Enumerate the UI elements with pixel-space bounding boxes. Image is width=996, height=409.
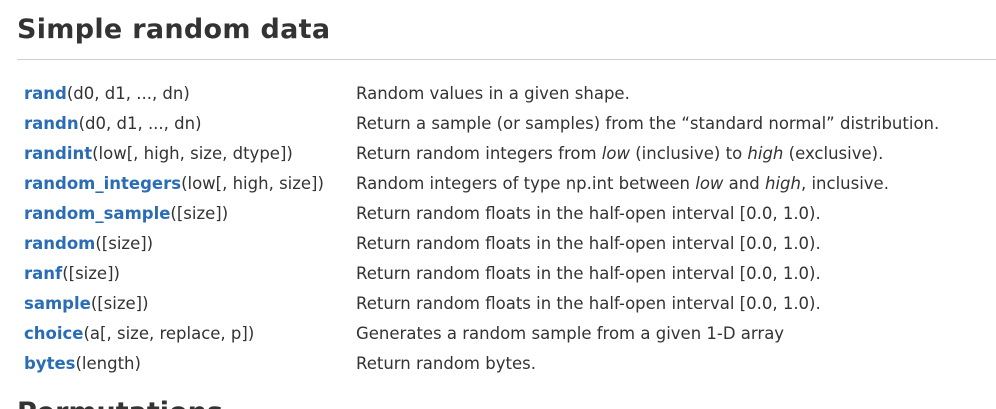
function-signature: randint(low[, high, size, dtype]) <box>17 138 356 168</box>
description-text: (inclusive) to <box>629 143 748 163</box>
description-text: Return random floats in the half-open in… <box>356 293 821 313</box>
function-description: Generates a random sample from a given 1… <box>356 318 939 348</box>
function-description: Return random floats in the half-open in… <box>356 198 939 228</box>
description-text: Return random floats in the half-open in… <box>356 263 821 283</box>
description-text: Generates a random sample from a given 1… <box>356 323 785 343</box>
function-signature: ranf([size]) <box>17 258 356 288</box>
table-row: random([size]) Return random floats in t… <box>17 228 939 258</box>
function-link-randint[interactable]: randint <box>24 143 93 163</box>
function-args: (d0, d1, ..., dn) <box>66 83 190 103</box>
function-args: (low[, high, size]) <box>181 173 324 193</box>
function-signature: choice(a[, size, replace, p]) <box>17 318 356 348</box>
description-text: , inclusive. <box>800 173 889 193</box>
description-text: Random integers of type np.int between <box>356 173 696 193</box>
function-description: Return a sample (or samples) from the “s… <box>356 108 939 138</box>
description-emphasis: high <box>747 143 784 163</box>
function-description: Random integers of type np.int between l… <box>356 168 939 198</box>
description-text: Return random integers from <box>356 143 602 163</box>
description-emphasis: high <box>764 173 801 193</box>
description-text: Return random bytes. <box>356 353 536 373</box>
function-link-bytes[interactable]: bytes <box>24 353 76 373</box>
function-args: (a[, size, replace, p]) <box>83 323 255 343</box>
function-link-random[interactable]: random <box>24 233 96 253</box>
function-description: Return random integers from low (inclusi… <box>356 138 939 168</box>
function-description: Return random floats in the half-open in… <box>356 288 939 318</box>
description-emphasis: low <box>601 143 630 163</box>
title-divider <box>17 59 996 60</box>
function-link-rand[interactable]: rand <box>24 83 67 103</box>
function-signature: random_integers(low[, high, size]) <box>17 168 356 198</box>
table-row: random_sample([size]) Return random floa… <box>17 198 939 228</box>
table-row: sample([size]) Return random floats in t… <box>17 288 939 318</box>
description-text: Return random floats in the half-open in… <box>356 233 821 253</box>
function-args: (length) <box>75 353 141 373</box>
function-description: Return random floats in the half-open in… <box>356 228 939 258</box>
table-row: rand(d0, d1, ..., dn) Random values in a… <box>17 78 939 108</box>
function-link-random-sample[interactable]: random_sample <box>24 203 171 223</box>
description-emphasis: low <box>695 173 724 193</box>
function-args: ([size]) <box>170 203 229 223</box>
next-section-heading: Permutations <box>17 397 223 409</box>
function-link-random-integers[interactable]: random_integers <box>24 173 182 193</box>
table-row: bytes(length) Return random bytes. <box>17 348 939 378</box>
table-row: randn(d0, d1, ..., dn) Return a sample (… <box>17 108 939 138</box>
function-args: (low[, high, size, dtype]) <box>92 143 293 163</box>
function-signature: rand(d0, d1, ..., dn) <box>17 78 356 108</box>
description-text: Return random floats in the half-open in… <box>356 203 821 223</box>
function-args: (d0, d1, ..., dn) <box>78 113 202 133</box>
function-description: Return random floats in the half-open in… <box>356 258 939 288</box>
function-description: Return random bytes. <box>356 348 939 378</box>
description-text: (exclusive). <box>783 143 884 163</box>
function-link-sample[interactable]: sample <box>24 293 91 313</box>
function-table: rand(d0, d1, ..., dn) Random values in a… <box>17 78 939 378</box>
function-link-choice[interactable]: choice <box>24 323 84 343</box>
function-signature: randn(d0, d1, ..., dn) <box>17 108 356 138</box>
function-link-ranf[interactable]: ranf <box>24 263 63 283</box>
description-text: Random values in a given shape. <box>356 83 630 103</box>
table-row: choice(a[, size, replace, p]) Generates … <box>17 318 939 348</box>
table-row: random_integers(low[, high, size]) Rando… <box>17 168 939 198</box>
function-args: ([size]) <box>90 293 149 313</box>
function-signature: random([size]) <box>17 228 356 258</box>
table-row: randint(low[, high, size, dtype]) Return… <box>17 138 939 168</box>
description-text: and <box>723 173 765 193</box>
section-title: Simple random data <box>17 14 331 45</box>
function-signature: bytes(length) <box>17 348 356 378</box>
table-row: ranf([size]) Return random floats in the… <box>17 258 939 288</box>
function-signature: random_sample([size]) <box>17 198 356 228</box>
function-link-randn[interactable]: randn <box>24 113 79 133</box>
description-text: Return a sample (or samples) from the “s… <box>356 113 940 133</box>
function-args: ([size]) <box>62 263 120 283</box>
function-signature: sample([size]) <box>17 288 356 318</box>
function-args: ([size]) <box>95 233 154 253</box>
function-description: Random values in a given shape. <box>356 78 939 108</box>
